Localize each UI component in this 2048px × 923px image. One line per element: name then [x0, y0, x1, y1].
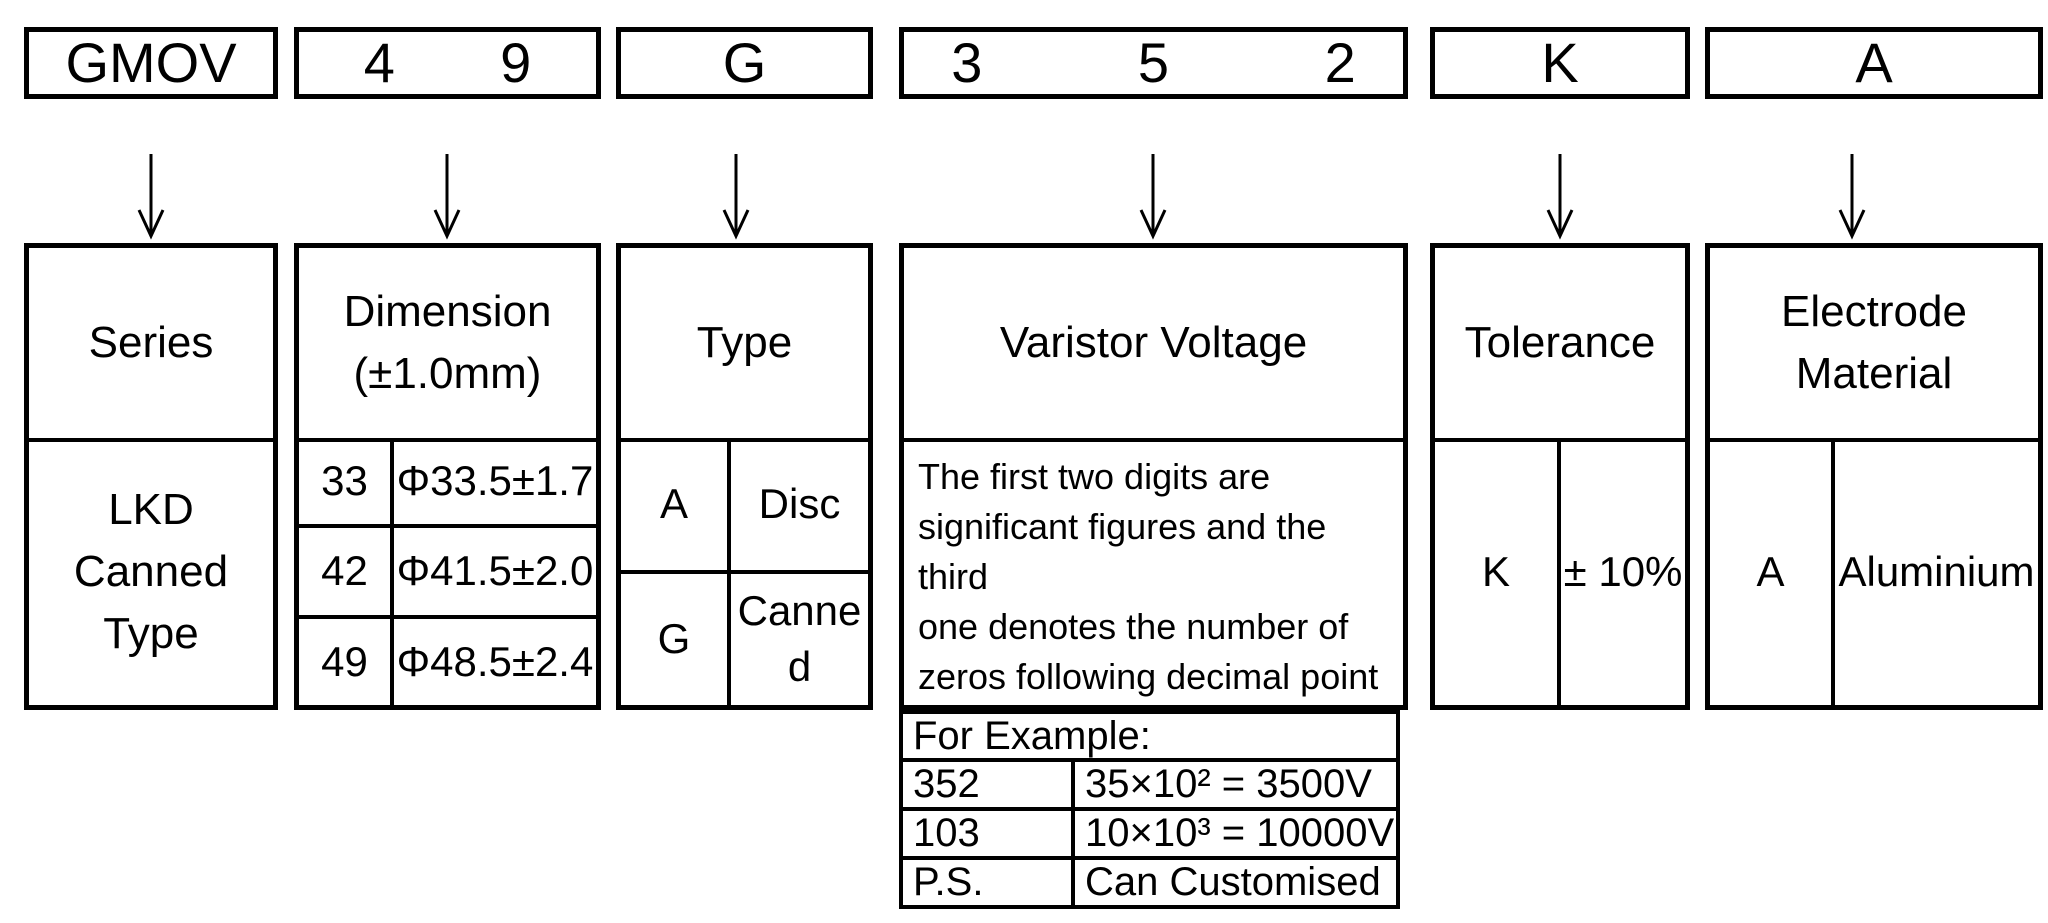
example-code: 103 — [903, 811, 1075, 856]
tolerance-row: K ± 10% — [1435, 438, 1685, 705]
tolerance-header: Tolerance — [1435, 248, 1685, 442]
down-arrow-icon — [1838, 154, 1866, 240]
code-box-electrode: A — [1705, 27, 2043, 99]
type-row: A Disc — [621, 438, 868, 570]
series-value: LKD Canned Type — [73, 484, 229, 658]
down-arrow-icon — [1139, 154, 1167, 240]
electrode-value: Aluminium — [1838, 547, 2035, 595]
type-box: Type A Disc G Canned — [616, 243, 873, 710]
example-value: 10×10³ = 10000V — [1085, 811, 1395, 855]
code-box-series: GMOV — [24, 27, 278, 99]
code-box-type: G — [616, 27, 873, 99]
electrode-row: A Aluminium — [1710, 438, 2038, 705]
tolerance-value: ± 10% — [1563, 547, 1683, 595]
example-code: P.S. — [903, 860, 1075, 905]
type-row: G Canned — [621, 569, 868, 705]
down-arrow-icon — [722, 154, 750, 240]
varistor-voltage-box: Varistor Voltage The first two digits ar… — [899, 243, 1408, 797]
dimension-header: Dimension (±1.0mm) — [299, 248, 596, 442]
dimension-value: Φ48.5±2.4 — [396, 637, 594, 685]
example-row: P.S. Can Customised — [903, 856, 1396, 905]
voltage-example-table: For Example: 352 35×10² = 3500V 103 10×1… — [899, 710, 1400, 909]
down-arrow-icon — [1546, 154, 1574, 240]
code-dimension-label: 4 9 — [363, 31, 532, 94]
example-table-title: For Example: — [913, 713, 1151, 758]
dimension-value: Φ41.5±2.0 — [396, 547, 594, 595]
code-box-dimension: 4 9 — [294, 27, 601, 99]
dimension-row: 33 Φ33.5±1.7 — [299, 438, 596, 525]
code-tolerance-label: K — [1541, 31, 1579, 94]
down-arrow-icon — [433, 154, 461, 240]
code-voltage-label: 3 5 2 — [951, 31, 1356, 94]
code-series-label: GMOV — [65, 31, 237, 94]
type-header: Type — [621, 248, 868, 442]
varistor-voltage-header: Varistor Voltage — [904, 248, 1403, 442]
type-code: A — [621, 438, 731, 570]
dimension-code: 49 — [299, 618, 394, 705]
dimension-code: 33 — [299, 438, 394, 525]
dimension-value: Φ33.5±1.7 — [396, 457, 594, 505]
tolerance-code: K — [1435, 438, 1561, 705]
type-code: G — [621, 573, 731, 705]
dimension-code: 42 — [299, 528, 394, 615]
tolerance-box: Tolerance K ± 10% — [1430, 243, 1690, 710]
code-type-label: G — [722, 31, 767, 94]
electrode-material-header: Electrode Material — [1710, 248, 2038, 442]
electrode-code: A — [1710, 438, 1835, 705]
type-value: Canned — [737, 587, 862, 691]
dimension-row: 49 Φ48.5±2.4 — [299, 614, 596, 705]
example-value: Can Customised — [1085, 860, 1381, 904]
example-row: 352 35×10² = 3500V — [903, 758, 1396, 807]
electrode-material-box: Electrode Material A Aluminium — [1705, 243, 2043, 710]
type-value: Disc — [758, 479, 841, 527]
series-box: Series LKD Canned Type — [24, 243, 278, 710]
code-box-tolerance: K — [1430, 27, 1690, 99]
down-arrow-icon — [137, 154, 165, 240]
series-header: Series — [29, 248, 273, 442]
code-electrode-label: A — [1855, 31, 1893, 94]
example-code: 352 — [903, 762, 1075, 807]
dimension-box: Dimension (±1.0mm) 33 Φ33.5±1.7 42 Φ41.5… — [294, 243, 601, 710]
dimension-row: 42 Φ41.5±2.0 — [299, 524, 596, 615]
example-row: 103 10×10³ = 10000V — [903, 807, 1396, 856]
example-value: 35×10² = 3500V — [1085, 762, 1372, 806]
code-box-voltage: 3 5 2 — [899, 27, 1408, 99]
